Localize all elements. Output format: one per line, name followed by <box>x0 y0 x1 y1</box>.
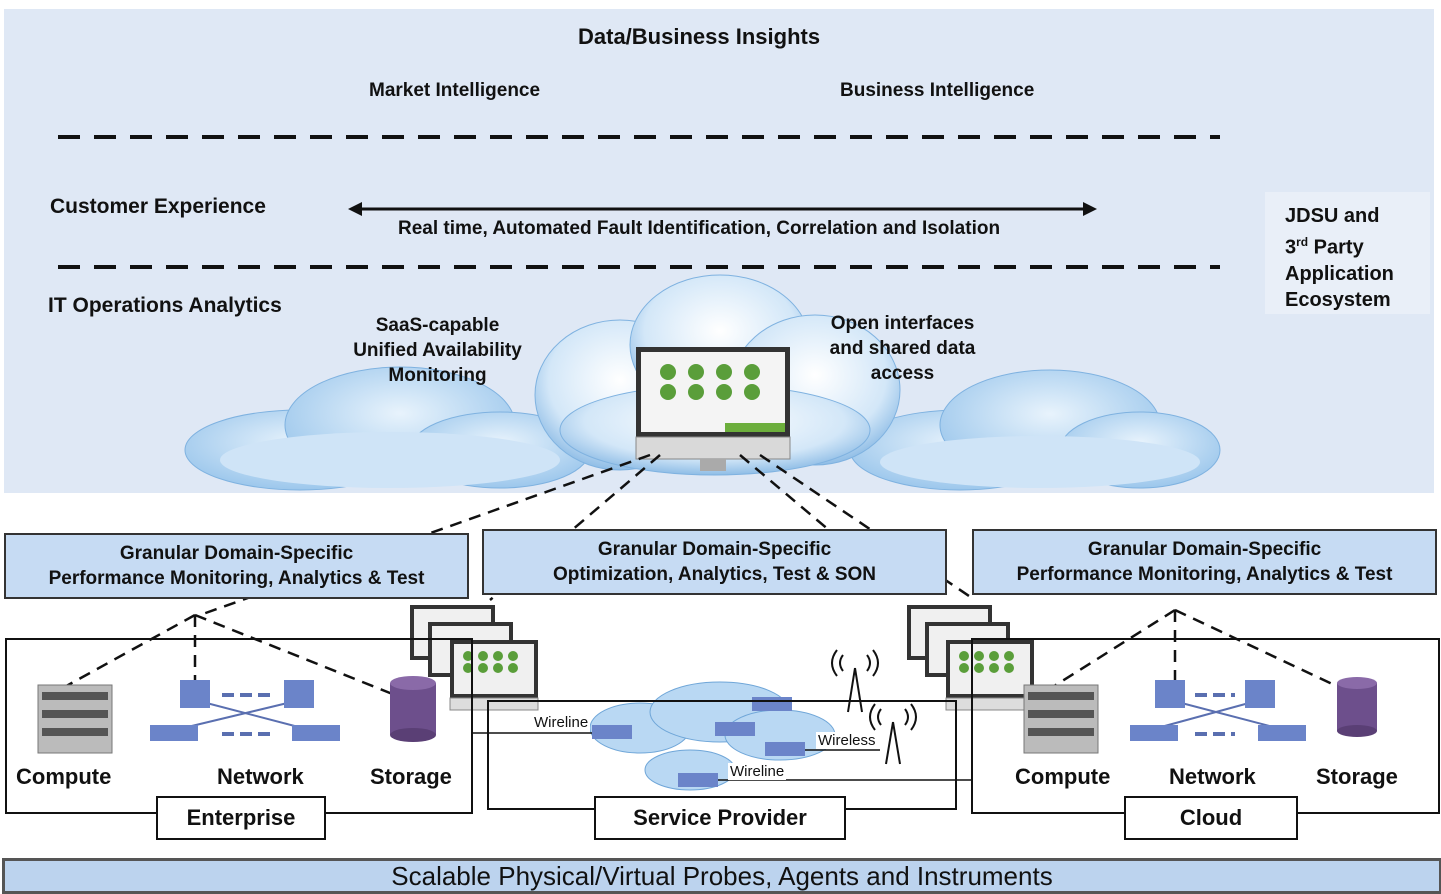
domain-box-right: Granular Domain-Specific Performance Mon… <box>972 529 1437 595</box>
wireless-label: Wireless <box>816 732 878 749</box>
open-interfaces-label: Open interfaces and shared data access <box>800 311 1005 386</box>
open-line-2: and shared data <box>829 338 976 359</box>
central-monitor-icon <box>635 347 791 471</box>
ecosystem-label: JDSU and 3rd Party Application Ecosystem <box>1285 203 1394 313</box>
market-intelligence-label: Market Intelligence <box>369 80 541 101</box>
open-line-1: Open interfaces <box>830 313 975 334</box>
insights-title: Data/Business Insights <box>578 24 821 49</box>
business-intelligence-label: Business Intelligence <box>840 80 1035 101</box>
enterprise-network-icon <box>150 680 340 741</box>
saas-line-3: Monitoring <box>388 365 487 386</box>
customer-experience-label: Customer Experience <box>50 195 266 218</box>
ecosystem-line-3: Application <box>1285 262 1394 285</box>
left-cloud-icon <box>184 366 591 491</box>
domain-right-line-1: Granular Domain-Specific <box>1087 539 1322 560</box>
cloud-tag: Cloud <box>1124 796 1298 840</box>
cloud-network-icon <box>1130 680 1306 741</box>
double-arrow-icon <box>348 202 1097 216</box>
ecosystem-line-4: Ecosystem <box>1285 288 1391 311</box>
cloud-storage-icon <box>1337 677 1377 737</box>
realtime-label: Real time, Automated Fault Identificatio… <box>398 218 1001 239</box>
enterprise-storage-icon <box>390 676 436 742</box>
enterprise-tag: Enterprise <box>156 796 326 840</box>
saas-line-1: SaaS-capable <box>375 315 500 336</box>
enterprise-compute-label: Compute <box>16 764 112 789</box>
saas-line-2: Unified Availability <box>353 340 522 361</box>
domain-left-line-1: Granular Domain-Specific <box>119 543 354 564</box>
bottom-bar: Scalable Physical/Virtual Probes, Agents… <box>2 858 1441 894</box>
domain-box-left: Granular Domain-Specific Performance Mon… <box>4 533 469 599</box>
cloud-compute-icon <box>1023 684 1099 754</box>
enterprise-network-label: Network <box>217 764 304 789</box>
open-line-3: access <box>870 363 935 384</box>
enterprise-compute-icon <box>37 684 113 754</box>
wireless-tower-icon <box>831 649 917 765</box>
domain-center-line-2: Optimization, Analytics, Test & SON <box>552 564 877 585</box>
ecosystem-box <box>1265 192 1430 314</box>
sp-links <box>472 732 972 781</box>
right-monitor-stack-icon <box>907 605 1035 711</box>
wireline-label-1: Wireline <box>532 714 591 731</box>
domain-center-line-1: Granular Domain-Specific <box>597 539 832 560</box>
ecosystem-line-1: JDSU and <box>1285 205 1380 227</box>
domain-right-line-2: Performance Monitoring, Analytics & Test <box>1016 564 1393 585</box>
saas-label: SaaS-capable Unified Availability Monito… <box>330 313 545 388</box>
right-cloud-icon <box>849 369 1221 491</box>
domain-box-center: Granular Domain-Specific Optimization, A… <box>482 529 947 595</box>
it-ops-label: IT Operations Analytics <box>48 294 282 317</box>
ecosystem-line-2: 3rd Party <box>1285 235 1364 259</box>
domain-left-line-2: Performance Monitoring, Analytics & Test <box>48 568 425 589</box>
cloud-compute-label: Compute <box>1015 764 1111 789</box>
cloud-storage-label: Storage <box>1316 764 1398 789</box>
cloud-network-label: Network <box>1169 764 1256 789</box>
enterprise-storage-label: Storage <box>370 764 452 789</box>
service-provider-tag: Service Provider <box>594 796 846 840</box>
wireline-label-2: Wireline <box>728 763 787 780</box>
